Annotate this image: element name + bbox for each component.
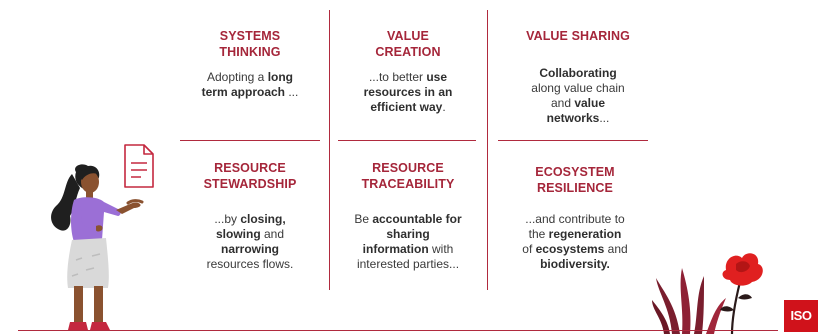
description-line: term approach ... [180,85,320,100]
grid-vertical-divider-2 [487,10,488,290]
title-line: STEWARDSHIP [203,177,297,191]
description-line: resources in an [338,85,478,100]
title-line: RESILIENCE [536,181,613,195]
description-line: slowing and [170,227,330,242]
title-line: RESOURCE [372,161,444,175]
emphasis-text: biodiversity. [540,257,610,271]
emphasis-text: slowing [215,227,261,241]
woman-presenting-illustration [51,164,144,330]
description-line: Collaborating [498,66,658,81]
text-run: ... [599,111,610,125]
description-line: and value [498,96,658,111]
title-line: THINKING [219,45,281,59]
text-run: ...to better [368,70,427,84]
emphasis-text: resources in an [363,85,453,99]
description-line: ...by closing, [170,212,330,227]
principle-title: VALUE CREATION [338,28,478,60]
title-line: CREATION [375,45,441,59]
description-line: Adopting a long [180,70,320,85]
description-line: networks... [498,111,658,126]
principle-title: SYSTEMS THINKING [180,28,320,60]
description-line: sharing [338,227,478,242]
text-run: Adopting a [206,70,268,84]
emphasis-text: networks [546,111,600,125]
description-line: Be accountable for [338,212,478,227]
document-icon [124,144,154,188]
description-line: resources flows. [170,257,330,272]
text-run: resources flows. [206,257,294,271]
emphasis-text: regeneration [548,227,622,241]
emphasis-text: Collaborating [539,66,617,80]
emphasis-text: value [574,96,606,110]
iso-logo: ISO [784,300,818,332]
emphasis-text: ecosystems [535,242,605,256]
emphasis-text: closing, [240,212,286,226]
text-run: and [604,242,628,256]
red-flower-illustration [652,253,763,334]
text-run: with [428,242,454,256]
title-line: VALUE [387,29,429,43]
text-run: interested parties... [356,257,460,271]
title-line: VALUE SHARING [526,29,630,43]
emphasis-text: long [267,70,294,84]
bottom-divider [18,330,778,331]
description-line: of ecosystems and [500,242,650,257]
text-run: along value chain [531,81,625,95]
principle-title: RESOURCE STEWARDSHIP [170,160,330,192]
description-line: narrowing [170,242,330,257]
description-line: information with [338,242,478,257]
description-line: biodiversity. [500,257,650,272]
emphasis-text: term approach [201,85,285,99]
text-run: the [528,227,549,241]
description-line: efficient way. [338,100,478,115]
grid-vertical-divider-1 [329,10,330,290]
principle-title: VALUE SHARING [498,28,658,44]
title-line: SYSTEMS [219,29,281,43]
text-run: ...and contribute to [525,212,625,226]
emphasis-text: sharing [386,227,430,241]
principle-title: RESOURCE TRACEABILITY [338,160,478,192]
description-line: the regeneration [500,227,650,242]
description-line: along value chain [498,81,658,96]
title-line: TRACEABILITY [361,177,455,191]
principle-title: ECOSYSTEM RESILIENCE [500,164,650,196]
principle-ecosystem-resilience: ECOSYSTEM RESILIENCE ...and contribute to… [500,164,650,272]
description-line: ...and contribute to [500,212,650,227]
emphasis-text: use [426,70,448,84]
grid-horizontal-divider-3 [498,140,648,141]
description-line: interested parties... [338,257,478,272]
title-line: RESOURCE [214,161,286,175]
grid-horizontal-divider-1 [180,140,320,141]
text-run: ...by [214,212,241,226]
text-run: of [522,242,536,256]
title-line: ECOSYSTEM [535,165,615,179]
description-line: ...to better use [338,70,478,85]
text-run: and [550,96,575,110]
grid-horizontal-divider-2 [338,140,476,141]
text-run: ... [285,85,299,99]
emphasis-text: accountable for [372,212,462,226]
emphasis-text: information [362,242,429,256]
principle-resource-stewardship: RESOURCE STEWARDSHIP ...by closing,slowin… [170,160,330,272]
text-run: Be [354,212,373,226]
text-run: and [260,227,285,241]
emphasis-text: narrowing [220,242,279,256]
emphasis-text: efficient way [370,100,443,114]
text-run: . [442,100,446,114]
